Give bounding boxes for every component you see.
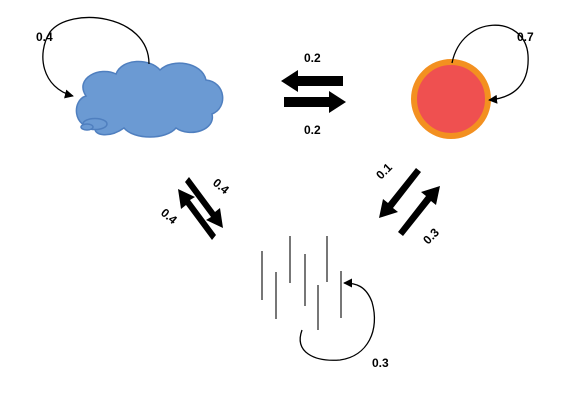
self-loop-rainy-label: 0.3	[372, 356, 389, 370]
sunny-to-cloudy-label: 0.2	[304, 51, 321, 65]
rain-icon	[261, 236, 342, 330]
cloudy-to-rainy-label: 0.4	[210, 176, 232, 198]
transition-arrow-sunny-to-cloudy	[281, 70, 343, 92]
transition-arrow-cloudy-to-rainy	[185, 177, 223, 228]
rainy-to-cloudy-label: 0.4	[158, 206, 180, 228]
rainy-to-sunny-label: 0.3	[420, 225, 442, 247]
self-loop-rainy	[299, 278, 376, 361]
cloud-icon	[75, 60, 224, 138]
transition-arrow-sunny-to-rainy	[379, 168, 421, 218]
transition-arrow-cloudy-to-sunny	[284, 91, 346, 113]
sunny-to-rainy-label: 0.1	[373, 160, 395, 182]
cloudy-to-sunny-label: 0.2	[304, 123, 321, 137]
transition-arrow-rainy-to-sunny	[398, 186, 440, 236]
transition-arrow-rainy-to-cloudy	[178, 189, 216, 240]
self-loop-cloudy	[42, 16, 150, 99]
self-loop-cloudy-label: 0.4	[36, 30, 53, 44]
sun-icon	[411, 59, 491, 139]
self-loop-sunny-label: 0.7	[517, 30, 534, 44]
self-loop-sunny	[451, 24, 529, 104]
